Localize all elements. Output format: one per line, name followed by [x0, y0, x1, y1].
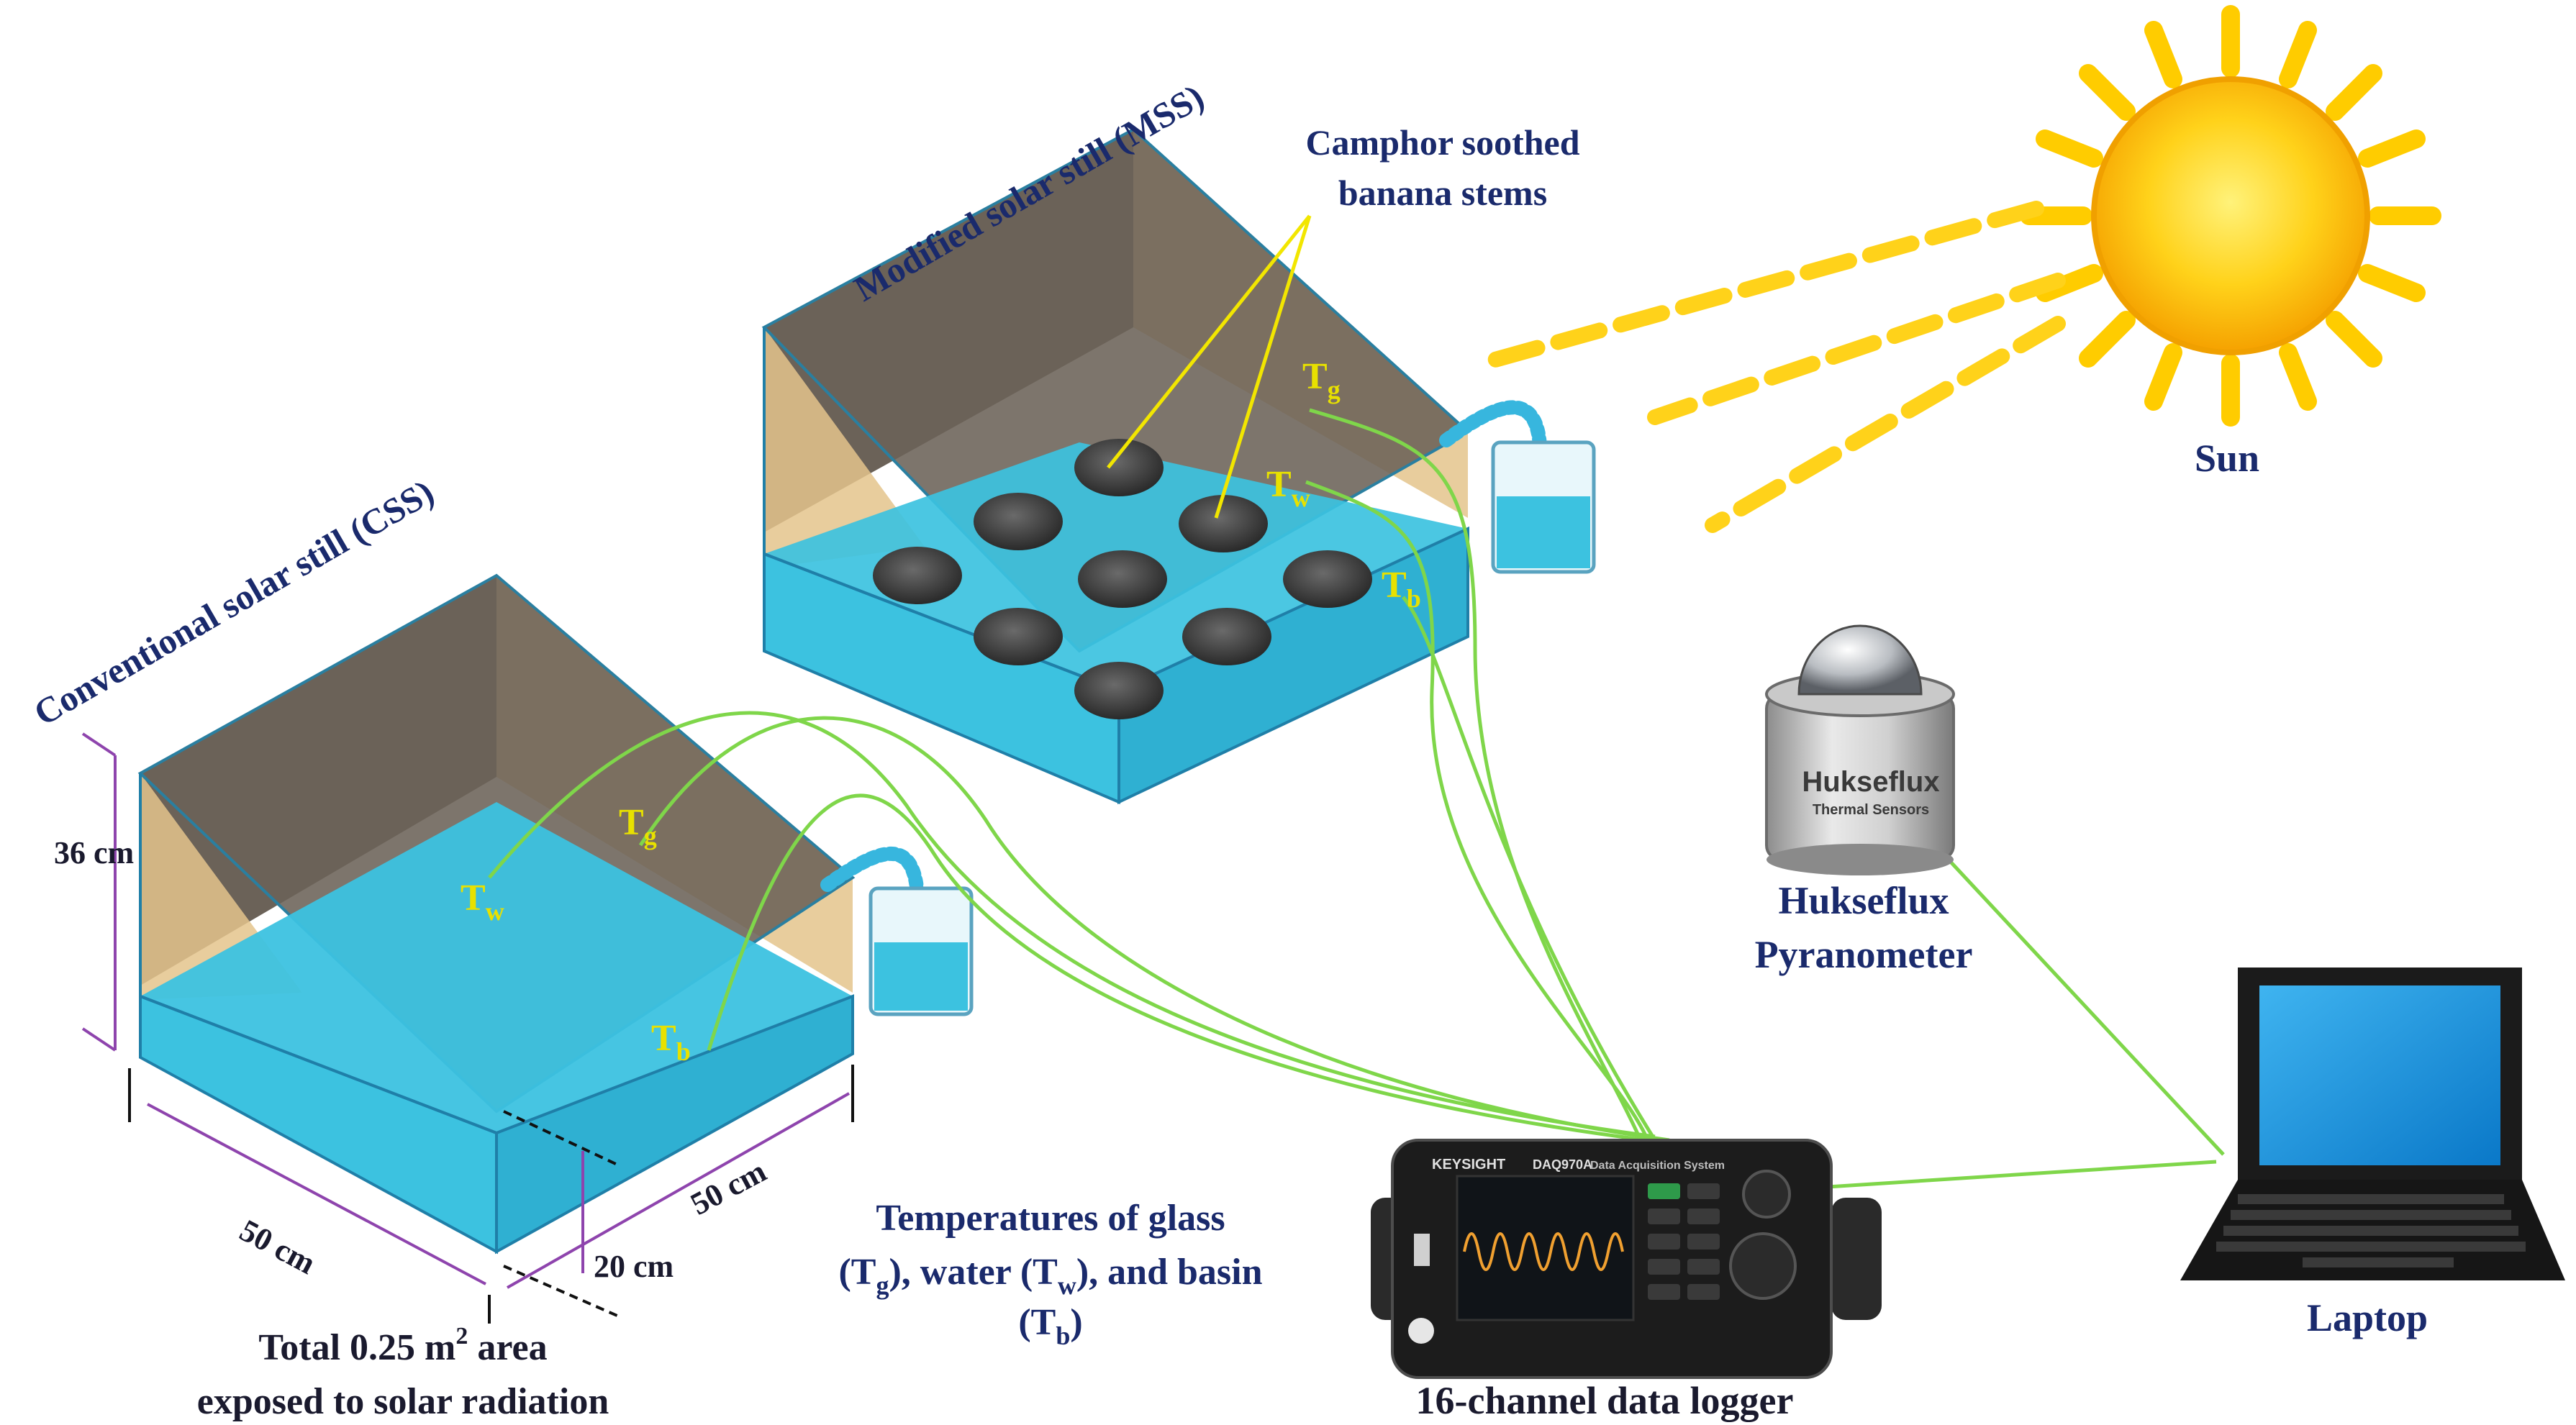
sun-beam — [1705, 316, 2066, 533]
pyranometer-label-line1: Hukseflux — [1778, 879, 1949, 922]
mss-tb-label: Tb — [1382, 565, 1421, 613]
depth-dimension: 20 cm — [594, 1249, 674, 1284]
sun-beam — [1474, 201, 2044, 371]
css-water-surface — [140, 802, 853, 1133]
mss-tg-label: Tg — [1302, 356, 1341, 404]
mss-sensor-labels: Tg Tw Tb — [1266, 356, 1421, 613]
thermocouple-wires — [488, 408, 2225, 1189]
pyranometer-label-line2: Pyranometer — [1755, 933, 1973, 976]
logger-sub: Data Acquisition System — [1590, 1160, 1725, 1172]
banana-stem — [873, 547, 962, 604]
banana-stem — [1078, 550, 1167, 608]
css-tb-label: Tb — [651, 1018, 691, 1066]
laptop-keys — [2216, 1194, 2526, 1267]
sun-label: Sun — [2195, 437, 2259, 480]
dimension-lines — [81, 732, 850, 1289]
temperature-description: Temperatures of glass (Tg), water (Tw), … — [838, 1198, 1262, 1350]
area-label-line1: Total 0.25 m2 area — [258, 1323, 547, 1368]
logger-knob — [1742, 1170, 1791, 1219]
css-side-face — [495, 994, 854, 1255]
sun-icon — [2020, 5, 2441, 427]
logger-nav-pad — [1729, 1232, 1797, 1300]
logger-buttons — [1648, 1183, 1720, 1300]
modified-solar-still — [761, 127, 1596, 805]
laptop-screen — [2259, 985, 2500, 1165]
logger-screen — [1456, 1175, 1635, 1321]
height-dimension: 36 cm — [54, 835, 134, 870]
pyranometer-icon: Hukseflux Thermal Sensors — [1765, 624, 1955, 875]
css-beaker-water — [874, 942, 968, 1011]
logger-power-button — [1408, 1318, 1434, 1344]
css-condensate-tube — [820, 846, 925, 903]
logger-waveform — [1463, 1232, 1624, 1271]
css-tw-label: Tw — [461, 878, 504, 926]
temps-line3: (Tb) — [1018, 1302, 1082, 1350]
width-dimension: 50 cm — [685, 1153, 772, 1221]
pyranometer-brand: Hukseflux — [1802, 766, 1939, 798]
camphor-pointers — [1107, 214, 1312, 519]
logger-usb-port — [1414, 1234, 1430, 1266]
banana-stem — [1179, 495, 1268, 552]
mss-left-wood-wall — [764, 327, 925, 568]
banana-stem — [974, 493, 1063, 550]
pyranometer-sub: Thermal Sensors — [1813, 802, 1929, 818]
mss-condensate-tube — [1439, 400, 1547, 453]
temps-line2: (Tg), water (Tw), and basin — [838, 1252, 1262, 1300]
banana-stem — [1074, 662, 1164, 719]
banana-stems — [873, 439, 1372, 719]
conventional-solar-still — [137, 573, 974, 1255]
css-tg-label: Tg — [619, 802, 657, 850]
data-logger-label: 16-channel data logger — [1416, 1379, 1794, 1422]
css-sensor-labels: Tg Tw Tb — [461, 802, 691, 1066]
banana-stem — [1283, 550, 1372, 608]
logger-model: DAQ970A — [1533, 1157, 1592, 1172]
length-dimension: 50 cm — [234, 1213, 321, 1281]
sun-beams — [1474, 201, 2066, 533]
sun-rays — [2020, 5, 2441, 427]
mss-beaker-water — [1497, 496, 1590, 568]
dimension-ticks — [128, 1065, 854, 1324]
temps-line1: Temperatures of glass — [876, 1198, 1225, 1239]
camphor-label-line1: Camphor soothed — [1305, 122, 1579, 163]
banana-stem — [1074, 439, 1164, 496]
mss-tw-label: Tw — [1266, 464, 1310, 512]
data-logger-device: KEYSIGHT DAQ970A Data Acquisition System — [1371, 1139, 1882, 1379]
camphor-label-line2: banana stems — [1338, 173, 1547, 213]
logger-brand: KEYSIGHT — [1432, 1157, 1505, 1173]
laptop-label: Laptop — [2307, 1296, 2428, 1339]
banana-stem — [1182, 608, 1271, 665]
area-label-line2: exposed to solar radiation — [197, 1381, 609, 1422]
sun-beam — [1647, 273, 2066, 425]
laptop-icon — [2180, 968, 2565, 1280]
banana-stem — [974, 608, 1063, 665]
